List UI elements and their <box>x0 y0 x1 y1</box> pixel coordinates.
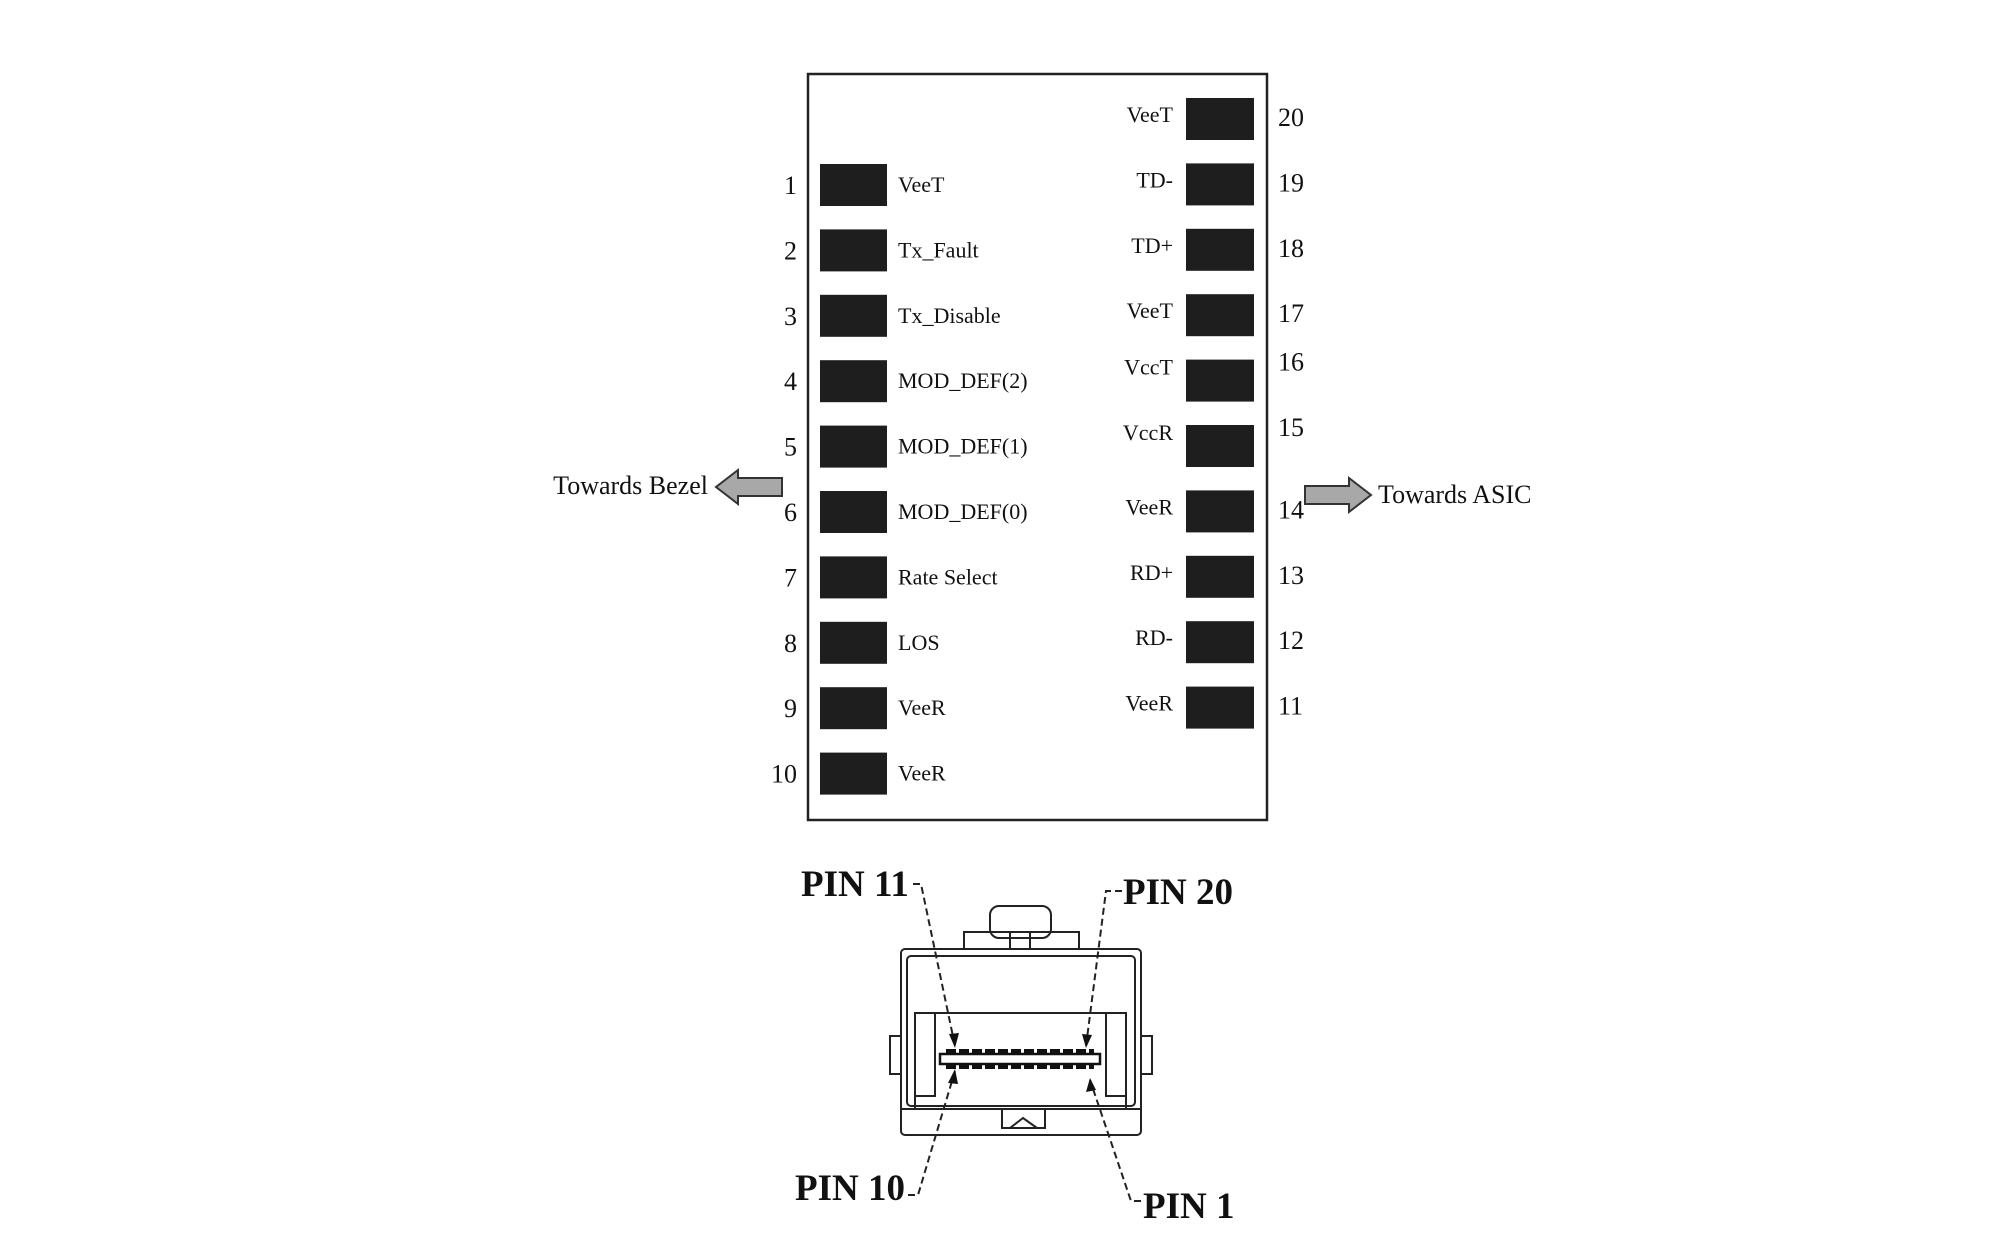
towards-bezel-label: Towards Bezel <box>553 471 708 500</box>
pin-signal-label: RD- <box>1135 625 1173 650</box>
pin-signal-label: TD- <box>1136 167 1173 192</box>
pin1-callout: PIN 1 <box>1143 1186 1234 1227</box>
pin10-callout: PIN 10 <box>795 1168 905 1209</box>
pin-signal-label: MOD_DEF(2) <box>898 368 1028 393</box>
pin-19: 19 TD- <box>1136 163 1304 206</box>
pin-number: 2 <box>784 236 797 265</box>
pin-number: 11 <box>1278 692 1303 721</box>
pin-number: 18 <box>1278 234 1304 263</box>
pin-number: 13 <box>1278 561 1304 590</box>
left-arrow-icon <box>714 467 783 507</box>
pin-number: 20 <box>1278 103 1304 132</box>
pin1-leader <box>1089 1079 1141 1202</box>
pin-pad <box>1186 555 1254 598</box>
right-arrow-icon <box>1304 475 1373 515</box>
pin10-leader <box>908 1070 956 1196</box>
pin-signal-label: VeeT <box>1127 298 1174 323</box>
pin-3: 3 Tx_Disable <box>784 294 1001 337</box>
pin-pad <box>820 556 887 599</box>
pin-14: 14 VeeR <box>1125 490 1304 533</box>
pin11-callout: PIN 11 <box>801 864 909 905</box>
pin-8: 8 LOS <box>784 621 940 664</box>
pin-9: 9 VeeR <box>784 687 946 730</box>
pin20-callout: PIN 20 <box>1123 872 1233 913</box>
pin-pad <box>1186 294 1254 337</box>
pin20-leader <box>1085 890 1122 1047</box>
pin-signal-label: MOD_DEF(1) <box>898 434 1028 459</box>
pin-pad <box>1186 686 1254 729</box>
pin-signal-label: Tx_Fault <box>898 237 979 262</box>
pin-pad <box>1186 425 1254 467</box>
pin-number: 10 <box>771 760 797 789</box>
pin-pad <box>820 687 887 730</box>
pin-number: 8 <box>784 629 797 658</box>
pin-13: 13 RD+ <box>1130 555 1304 598</box>
pin-signal-label: VccT <box>1124 355 1173 380</box>
pin-number: 17 <box>1278 299 1304 328</box>
pin-number: 15 <box>1278 413 1304 442</box>
pin11-leader <box>913 883 956 1047</box>
pin-pad <box>820 360 887 403</box>
pin-pad <box>820 294 887 337</box>
pin-pad <box>1186 490 1254 533</box>
pin-signal-label: VeeR <box>1125 691 1173 716</box>
pin-signal-label: VccR <box>1123 420 1173 445</box>
pin-signal-label: LOS <box>898 630 940 655</box>
towards-asic-label: Towards ASIC <box>1378 480 1531 509</box>
pin-11: 11 VeeR <box>1125 686 1303 729</box>
pin-pad <box>820 491 887 533</box>
pin-signal-label: MOD_DEF(0) <box>898 499 1028 524</box>
pin-17: 17 VeeT <box>1127 294 1304 337</box>
pin-1: 1 VeeT <box>784 164 945 206</box>
pin-pad <box>1186 163 1254 206</box>
pin-number: 1 <box>784 171 797 200</box>
pin-4: 4 MOD_DEF(2) <box>784 360 1028 403</box>
pin-signal-label: VeeR <box>898 695 946 720</box>
pin-signal-label: VeeR <box>898 761 946 786</box>
pin-18: 18 TD+ <box>1131 228 1304 271</box>
pin-pad <box>1186 98 1254 140</box>
pin-pad <box>820 752 887 795</box>
pin-15: 15 VccR <box>1123 413 1304 467</box>
pin-5: 5 MOD_DEF(1) <box>784 425 1028 468</box>
pin-number: 7 <box>784 563 797 592</box>
pin-12: 12 RD- <box>1135 621 1304 664</box>
pin-pad <box>1186 359 1254 402</box>
pin-7: 7 Rate Select <box>784 556 998 599</box>
pin-pad <box>1186 228 1254 271</box>
pin-signal-label: VeeT <box>1127 102 1174 127</box>
pin-number: 4 <box>784 367 797 396</box>
pin-number: 12 <box>1278 626 1304 655</box>
pin-number: 6 <box>784 498 797 527</box>
pin-pad <box>820 425 887 468</box>
pin-signal-label: Rate Select <box>898 564 998 589</box>
pin-10: 10 VeeR <box>771 752 946 795</box>
pin-pad <box>820 164 887 206</box>
pin-signal-label: VeeT <box>898 172 945 197</box>
pin-20: 20 VeeT <box>1127 98 1304 140</box>
pin-signal-label: Tx_Disable <box>898 303 1001 328</box>
pin-pad <box>1186 621 1254 664</box>
pin-pad <box>820 621 887 664</box>
pin-signal-label: VeeR <box>1125 494 1173 519</box>
pin-pad <box>820 229 887 272</box>
pin-number: 19 <box>1278 168 1304 197</box>
pin-6: 6 MOD_DEF(0) <box>784 491 1028 533</box>
pin-signal-label: TD+ <box>1131 233 1173 258</box>
connector-front-view <box>889 905 1153 1136</box>
pin-number: 14 <box>1278 495 1304 524</box>
pin-number: 3 <box>784 302 797 331</box>
pin-2: 2 Tx_Fault <box>784 229 979 272</box>
pin-number: 9 <box>784 694 797 723</box>
pin-number: 5 <box>784 433 797 462</box>
pin-16: 16 VccT <box>1124 348 1304 402</box>
pin-number: 16 <box>1278 348 1304 377</box>
pin-signal-label: RD+ <box>1130 560 1173 585</box>
